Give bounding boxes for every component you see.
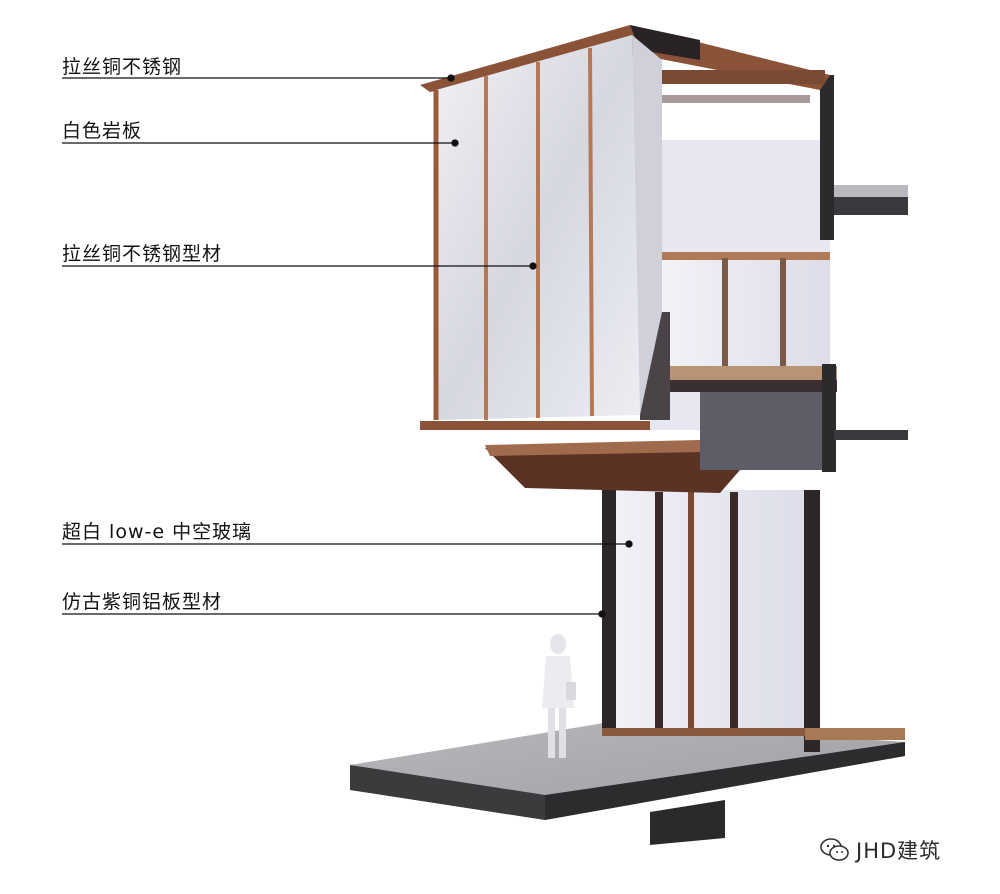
stone-facade	[433, 35, 662, 420]
annotation-label: 拉丝铜不锈钢	[62, 56, 183, 78]
watermark: JHD建筑	[820, 835, 941, 865]
annotation-label: 仿古紫铜铝板型材	[62, 591, 223, 613]
watermark-text: JHD建筑	[856, 839, 942, 863]
soffit	[420, 421, 740, 493]
human-figure	[542, 634, 576, 758]
annotation-label: 拉丝铜不锈钢型材	[62, 243, 223, 265]
lower-glazing	[602, 490, 905, 752]
wechat-icon	[820, 838, 849, 861]
upper-interior	[640, 75, 908, 472]
annotation-label: 白色岩板	[62, 120, 143, 142]
ground-slab	[350, 722, 905, 845]
annotation-label: 超白 low-e 中空玻璃	[62, 521, 253, 543]
leader-lines	[62, 74, 633, 618]
